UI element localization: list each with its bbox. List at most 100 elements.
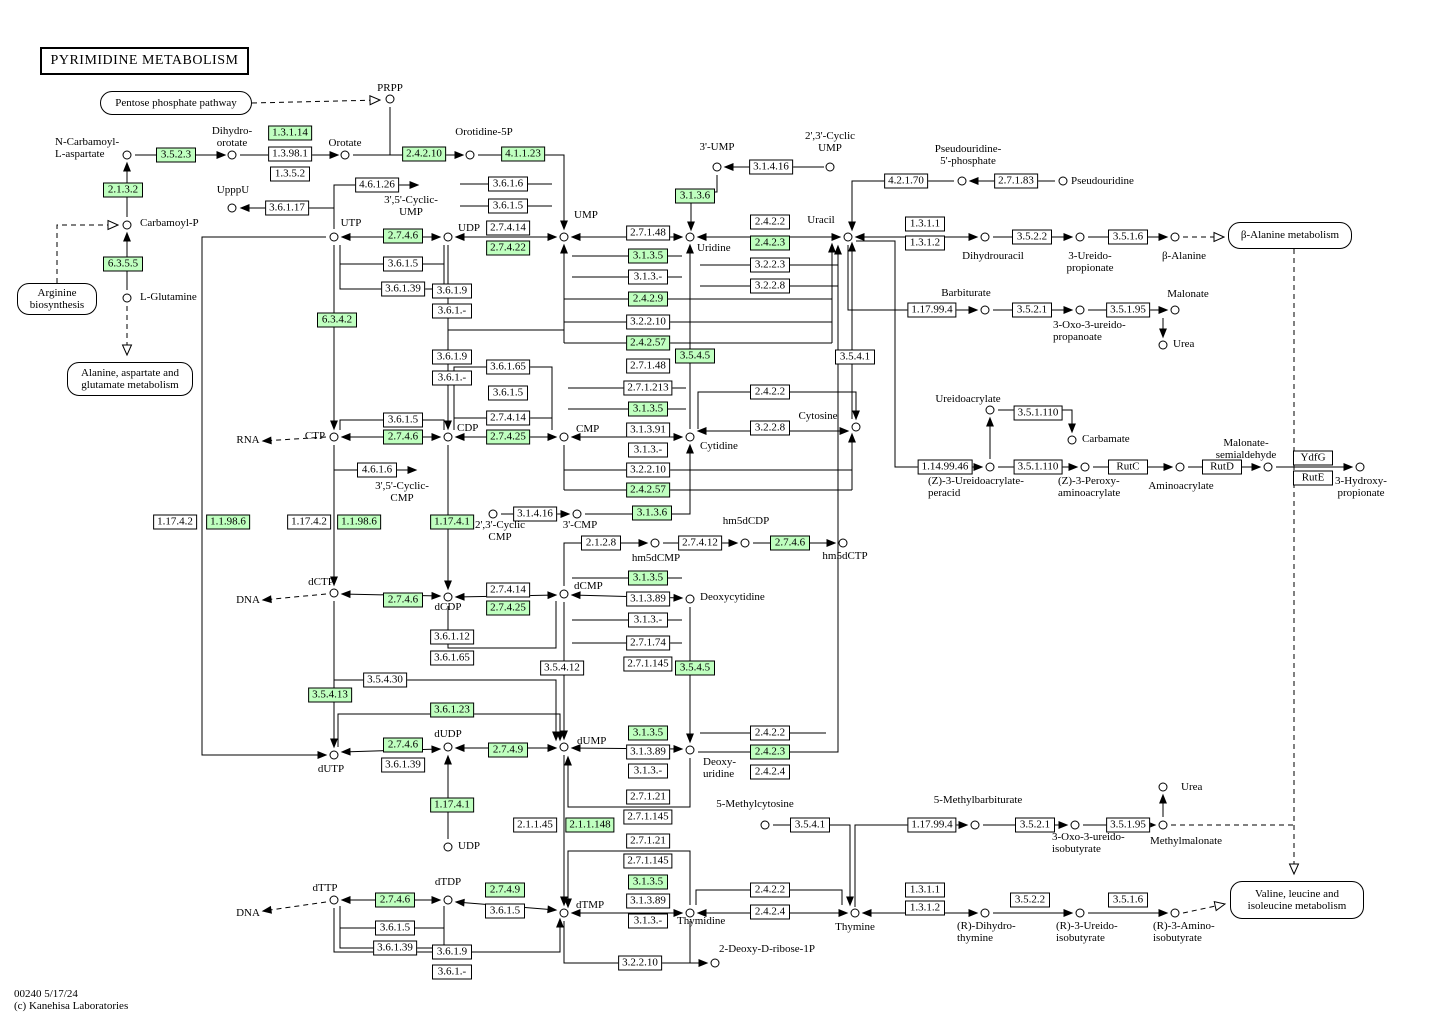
enzyme-box-2.7.1.83[interactable]: 2.7.1.83 bbox=[994, 173, 1038, 189]
enzyme-box-2.4.2.2[interactable]: 2.4.2.2 bbox=[750, 214, 790, 230]
enzyme-box-3.1.3.5[interactable]: 3.1.3.5 bbox=[628, 725, 668, 741]
enzyme-box-2.4.2.4[interactable]: 2.4.2.4 bbox=[750, 764, 790, 780]
compound-node-thymine[interactable] bbox=[850, 908, 860, 918]
compound-node-ump[interactable] bbox=[559, 232, 569, 242]
enzyme-box-3.5.4.12[interactable]: 3.5.4.12 bbox=[540, 660, 584, 676]
enzyme-box-3.1.3.5[interactable]: 3.1.3.5 bbox=[628, 401, 668, 417]
enzyme-box-3.1.4.16[interactable]: 3.1.4.16 bbox=[513, 506, 557, 522]
compound-node-pseudouridine[interactable] bbox=[1058, 176, 1068, 186]
compound-node-r-3-ureidoisobutyrate[interactable] bbox=[1075, 908, 1085, 918]
enzyme-box-2.7.4.9[interactable]: 2.7.4.9 bbox=[485, 882, 525, 898]
compound-node-dcmp[interactable] bbox=[559, 589, 569, 599]
enzyme-box-2.7.1.48[interactable]: 2.7.1.48 bbox=[626, 225, 670, 241]
enzyme-box-3.2.2.8[interactable]: 3.2.2.8 bbox=[750, 420, 790, 436]
compound-node-dihydrouracil[interactable] bbox=[980, 232, 990, 242]
enzyme-box-3.1.3.89[interactable]: 3.1.3.89 bbox=[626, 591, 670, 607]
enzyme-box-3.1.3.-[interactable]: 3.1.3.- bbox=[628, 269, 668, 285]
compound-node-hm5dcdp[interactable] bbox=[740, 538, 750, 548]
enzyme-box-3.6.1.65[interactable]: 3.6.1.65 bbox=[486, 359, 530, 375]
compound-node-3-oxo-3-ureidopropanoate[interactable] bbox=[1075, 305, 1085, 315]
pathway-link-0[interactable]: Pentose phosphate pathway bbox=[100, 91, 252, 115]
enzyme-box-2.1.1.45[interactable]: 2.1.1.45 bbox=[513, 817, 557, 833]
enzyme-box-3.2.2.8[interactable]: 3.2.2.8 bbox=[750, 278, 790, 294]
compound-node-barbiturate[interactable] bbox=[980, 305, 990, 315]
enzyme-box-3.5.2.2[interactable]: 3.5.2.2 bbox=[1010, 892, 1050, 908]
enzyme-box-3.5.2.2[interactable]: 3.5.2.2 bbox=[1012, 229, 1052, 245]
compound-node-malonate[interactable] bbox=[1170, 305, 1180, 315]
enzyme-box-2.7.4.14[interactable]: 2.7.4.14 bbox=[486, 410, 530, 426]
compound-node-udp-b[interactable] bbox=[443, 842, 453, 852]
enzyme-box-2.7.4.25[interactable]: 2.7.4.25 bbox=[486, 429, 530, 445]
compound-node-urea[interactable] bbox=[1158, 340, 1168, 350]
enzyme-box-2.4.2.10[interactable]: 2.4.2.10 bbox=[402, 146, 446, 162]
enzyme-box-6.3.5.5[interactable]: 6.3.5.5 bbox=[103, 256, 143, 272]
enzyme-box-3.6.1.39[interactable]: 3.6.1.39 bbox=[381, 757, 425, 773]
enzyme-box-3.1.3.5[interactable]: 3.1.3.5 bbox=[628, 248, 668, 264]
compound-node-dcdp[interactable] bbox=[443, 592, 453, 602]
compound-node-cytosine[interactable] bbox=[851, 422, 861, 432]
enzyme-box-1.17.4.2[interactable]: 1.17.4.2 bbox=[287, 514, 331, 530]
compound-node-prpp[interactable] bbox=[385, 94, 395, 104]
compound-node-pseudouridine-5-phosphate[interactable] bbox=[957, 176, 967, 186]
enzyme-box-2.4.2.57[interactable]: 2.4.2.57 bbox=[626, 335, 670, 351]
enzyme-box-3.5.1.6[interactable]: 3.5.1.6 bbox=[1108, 892, 1148, 908]
compound-node-2-3-cyclic-cmp[interactable] bbox=[488, 509, 498, 519]
enzyme-box-1.14.99.46[interactable]: 1.14.99.46 bbox=[917, 459, 973, 475]
enzyme-box-1.3.1.2[interactable]: 1.3.1.2 bbox=[905, 900, 945, 916]
enzyme-box-3.5.4.5[interactable]: 3.5.4.5 bbox=[675, 348, 715, 364]
enzyme-box-3.6.1.5[interactable]: 3.6.1.5 bbox=[383, 412, 423, 428]
enzyme-box-3.2.2.10[interactable]: 3.2.2.10 bbox=[626, 462, 670, 478]
enzyme-box-3.6.1.9[interactable]: 3.6.1.9 bbox=[432, 283, 472, 299]
enzyme-box-3.6.1.-[interactable]: 3.6.1.- bbox=[432, 964, 472, 980]
compound-node-hm5dctp[interactable] bbox=[838, 538, 848, 548]
compound-node-methylmalonate[interactable] bbox=[1158, 820, 1168, 830]
enzyme-box-3.5.4.30[interactable]: 3.5.4.30 bbox=[363, 672, 407, 688]
enzyme-box-3.5.1.95[interactable]: 3.5.1.95 bbox=[1106, 817, 1150, 833]
compound-node-hm5dcmp[interactable] bbox=[650, 538, 660, 548]
enzyme-box-1.1.98.6[interactable]: 1.1.98.6 bbox=[337, 514, 381, 530]
enzyme-box-2.7.4.6[interactable]: 2.7.4.6 bbox=[383, 429, 423, 445]
enzyme-box-2.4.2.2[interactable]: 2.4.2.2 bbox=[750, 384, 790, 400]
enzyme-box-3.6.1.9[interactable]: 3.6.1.9 bbox=[432, 349, 472, 365]
pathway-link-2[interactable]: Alanine, aspartate and glutamate metabol… bbox=[67, 362, 193, 396]
enzyme-box-3.5.2.1[interactable]: 3.5.2.1 bbox=[1012, 302, 1052, 318]
enzyme-box-3.1.3.89[interactable]: 3.1.3.89 bbox=[626, 893, 670, 909]
enzyme-box-3.5.4.13[interactable]: 3.5.4.13 bbox=[308, 687, 352, 703]
enzyme-box-3.6.1.5[interactable]: 3.6.1.5 bbox=[485, 903, 525, 919]
enzyme-box-2.4.2.4[interactable]: 2.4.2.4 bbox=[750, 904, 790, 920]
enzyme-box-1.3.1.1[interactable]: 1.3.1.1 bbox=[905, 882, 945, 898]
enzyme-box-3.5.1.6[interactable]: 3.5.1.6 bbox=[1108, 229, 1148, 245]
enzyme-box-1.3.5.2[interactable]: 1.3.5.2 bbox=[270, 166, 310, 182]
compound-node-thymidine[interactable] bbox=[685, 908, 695, 918]
pathway-link-3[interactable]: β-Alanine metabolism bbox=[1228, 222, 1352, 249]
enzyme-box-2.7.1.74[interactable]: 2.7.1.74 bbox=[626, 635, 670, 651]
enzyme-box-RutC[interactable]: RutC bbox=[1108, 459, 1148, 475]
enzyme-box-4.2.1.70[interactable]: 4.2.1.70 bbox=[884, 173, 928, 189]
compound-node-beta-alanine[interactable] bbox=[1170, 232, 1180, 242]
enzyme-box-2.7.4.6[interactable]: 2.7.4.6 bbox=[383, 228, 423, 244]
enzyme-box-3.6.1.5[interactable]: 3.6.1.5 bbox=[375, 920, 415, 936]
enzyme-box-2.4.2.2[interactable]: 2.4.2.2 bbox=[750, 882, 790, 898]
compound-node-r-3-aminoisobutyrate[interactable] bbox=[1170, 908, 1180, 918]
enzyme-box-2.4.2.9[interactable]: 2.4.2.9 bbox=[628, 291, 668, 307]
enzyme-box-3.1.4.16[interactable]: 3.1.4.16 bbox=[749, 159, 793, 175]
enzyme-box-3.6.1.5[interactable]: 3.6.1.5 bbox=[383, 256, 423, 272]
enzyme-box-3.5.4.1[interactable]: 3.5.4.1 bbox=[835, 349, 875, 365]
enzyme-box-3.1.3.5[interactable]: 3.1.3.5 bbox=[628, 874, 668, 890]
enzyme-box-2.7.4.6[interactable]: 2.7.4.6 bbox=[375, 892, 415, 908]
compound-node-5-methylcytosine[interactable] bbox=[760, 820, 770, 830]
compound-node-utp[interactable] bbox=[329, 232, 339, 242]
compound-node-r-dihydrothymine[interactable] bbox=[980, 908, 990, 918]
pathway-link-1[interactable]: Arginine biosynthesis bbox=[17, 283, 97, 315]
compound-node-dtmp[interactable] bbox=[559, 908, 569, 918]
enzyme-box-2.7.4.25[interactable]: 2.7.4.25 bbox=[486, 600, 530, 616]
enzyme-box-2.4.2.57[interactable]: 2.4.2.57 bbox=[626, 482, 670, 498]
compound-node-5-methylbarbiturate[interactable] bbox=[970, 820, 980, 830]
compound-node-dctp[interactable] bbox=[329, 588, 339, 598]
enzyme-box-3.6.1.9[interactable]: 3.6.1.9 bbox=[432, 944, 472, 960]
enzyme-box-3.6.1.39[interactable]: 3.6.1.39 bbox=[373, 940, 417, 956]
compound-node-dudp[interactable] bbox=[443, 742, 453, 752]
enzyme-box-3.5.1.110[interactable]: 3.5.1.110 bbox=[1013, 405, 1063, 421]
enzyme-box-3.6.1.5[interactable]: 3.6.1.5 bbox=[488, 198, 528, 214]
enzyme-box-2.7.1.21[interactable]: 2.7.1.21 bbox=[626, 833, 670, 849]
